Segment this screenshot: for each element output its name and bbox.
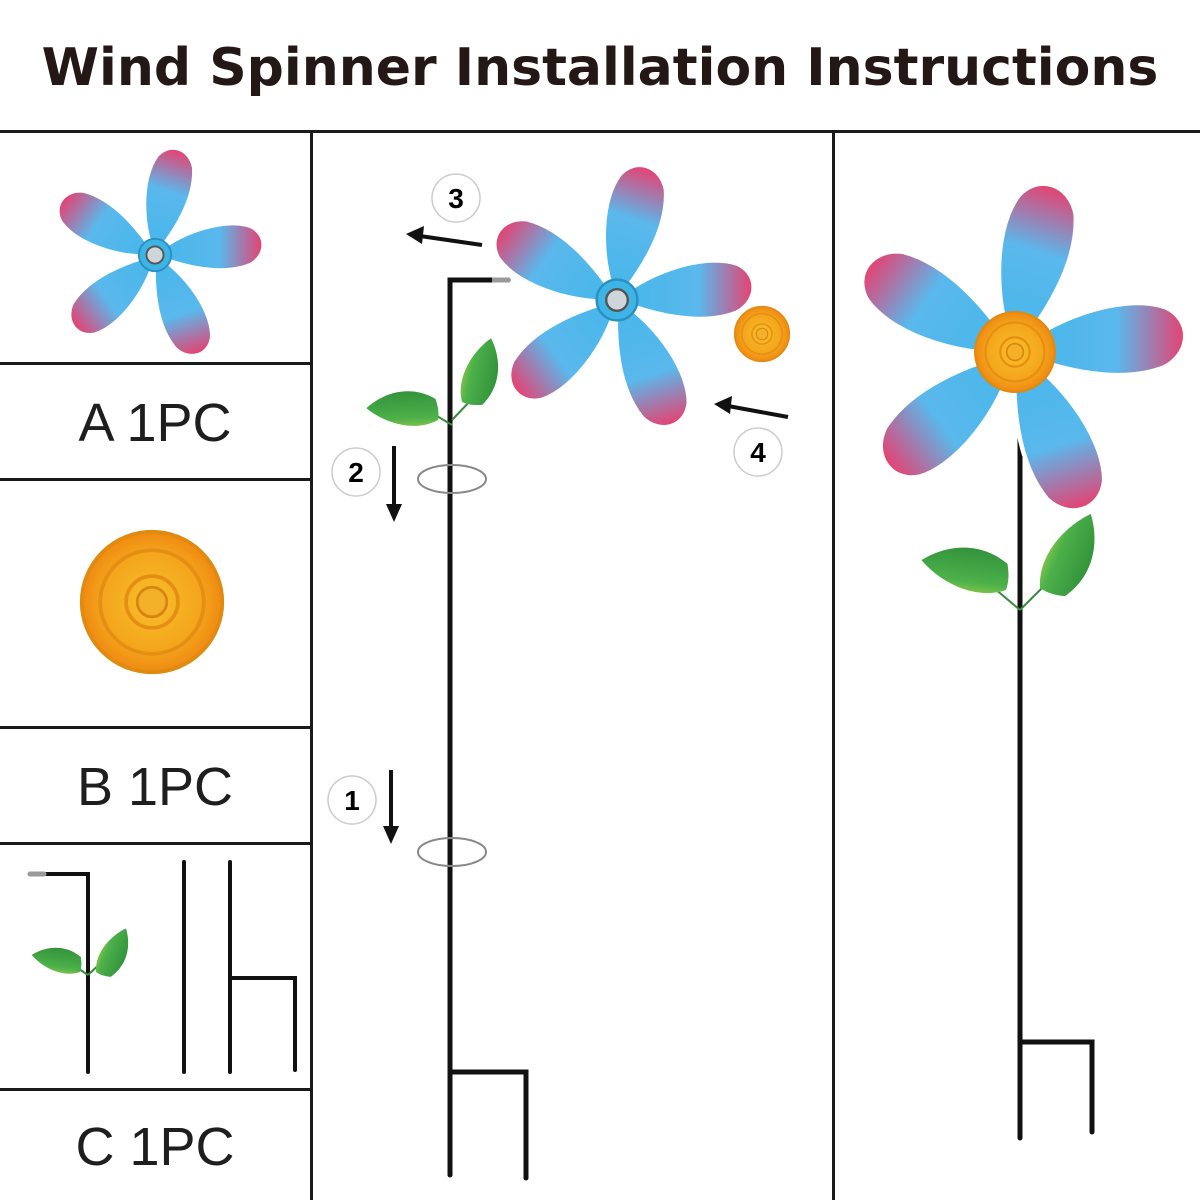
finished-center-cap-icon bbox=[974, 311, 1056, 393]
arrow-icon-step-2 bbox=[386, 446, 402, 522]
part-a-spinner-icon bbox=[50, 143, 263, 362]
part-c-leaf-icon bbox=[31, 927, 144, 987]
arrow-icon-step-1 bbox=[383, 770, 399, 844]
page-title: Wind Spinner Installation Instructions bbox=[41, 38, 1159, 98]
top-divider bbox=[0, 130, 1200, 133]
arrow-icon-step-3 bbox=[406, 226, 483, 247]
step-1-badge: 1 bbox=[327, 775, 377, 825]
row-divider-3 bbox=[0, 726, 312, 729]
step-2-badge: 2 bbox=[331, 447, 381, 497]
svg-text:2: 2 bbox=[348, 457, 364, 488]
part-b-center-cap-icon bbox=[79, 529, 225, 675]
finished-leaves-icon bbox=[920, 512, 1121, 616]
column-divider-right bbox=[832, 130, 835, 1200]
connector-ring-lower bbox=[417, 837, 487, 867]
connector-ring-upper bbox=[417, 464, 487, 494]
row-divider-4 bbox=[0, 842, 312, 845]
assembly-stake bbox=[447, 277, 529, 1181]
assembly-leaves-icon bbox=[365, 337, 520, 444]
svg-text:1: 1 bbox=[344, 785, 360, 816]
part-c-label: C 1PC bbox=[75, 1117, 235, 1177]
row-divider-1 bbox=[0, 362, 312, 365]
row-divider-2 bbox=[0, 478, 312, 481]
part-a-label: A 1PC bbox=[78, 393, 232, 453]
row-divider-5 bbox=[0, 1088, 312, 1091]
assembly-spinner-icon bbox=[484, 158, 753, 435]
assembly-center-cap-icon bbox=[733, 305, 791, 363]
step-4-badge: 4 bbox=[733, 427, 783, 477]
column-divider-left bbox=[310, 130, 313, 1200]
svg-text:3: 3 bbox=[448, 183, 464, 214]
step-3-badge: 3 bbox=[431, 173, 481, 223]
part-c-stakes-icon bbox=[27, 860, 297, 1074]
svg-text:4: 4 bbox=[750, 437, 766, 468]
part-b-label: B 1PC bbox=[76, 757, 234, 817]
finished-stake bbox=[1017, 357, 1095, 1141]
arrow-icon-step-4 bbox=[714, 396, 789, 419]
